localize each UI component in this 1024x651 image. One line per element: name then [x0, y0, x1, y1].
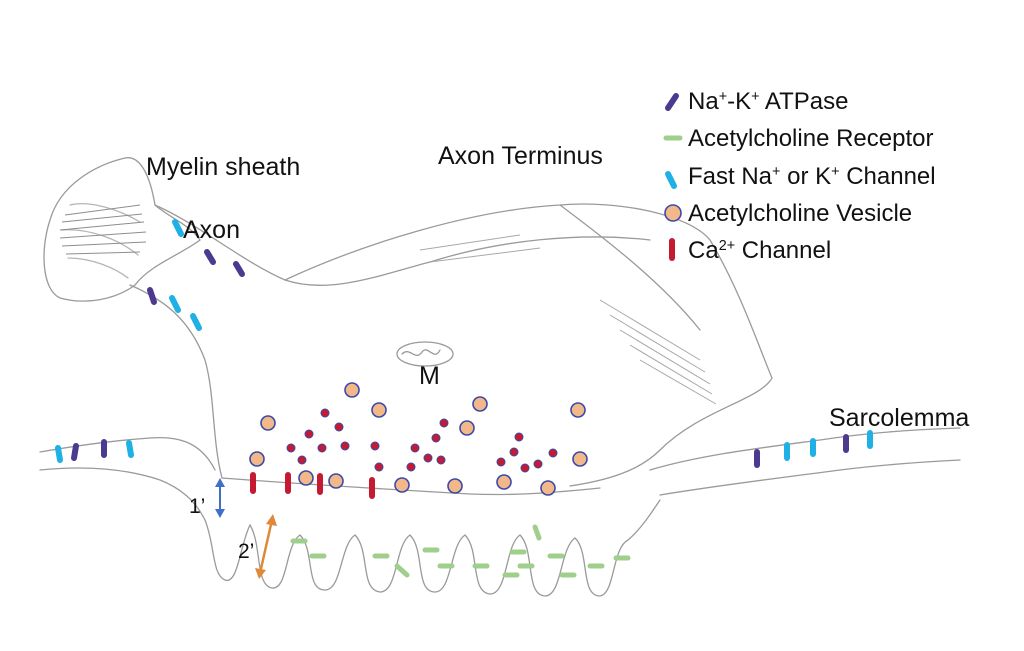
- legend-symbols: [663, 93, 683, 261]
- myelin-sheath-outline: [43, 157, 201, 302]
- axon-label: Axon: [183, 216, 240, 244]
- mitochondrion-label: M: [419, 362, 440, 390]
- junctional-folds: [204, 499, 661, 597]
- legend-ca-channel-label: Ca2+ Channel: [688, 237, 832, 264]
- terminus-shading: [419, 234, 717, 405]
- legend-ach-vesicle-label: Acetylcholine Vesicle: [688, 200, 913, 227]
- gap-1-label: 1’: [189, 495, 206, 518]
- legend-ach-receptor-label: Acetylcholine Receptor: [688, 125, 934, 152]
- acetylcholine-dots: [286, 408, 558, 473]
- fast-channel-marks: [55, 219, 873, 463]
- sarcolemma-label: Sarcolemma: [829, 404, 970, 432]
- gap-arrow-1: [215, 478, 225, 518]
- ach-vesicle-marks: [249, 382, 588, 496]
- legend-purple-bar-icon: [665, 93, 679, 111]
- myelin-sheath-label: Myelin sheath: [146, 153, 301, 181]
- legend-fast-channel-label: Fast Na+ or K+ Channel: [688, 163, 936, 190]
- legend-na-k-atpase-label: Na+-K+ ATPase: [688, 88, 849, 115]
- terminus-outline: [284, 203, 773, 487]
- axon-terminus-label: Axon Terminus: [438, 142, 603, 170]
- gap-arrow-2: [255, 514, 277, 579]
- legend-orange-circle-icon: [664, 204, 682, 222]
- legend-cyan-bar-icon: [665, 171, 677, 189]
- axon-lower-edge: [129, 284, 223, 479]
- na-k-atpase-marks: [71, 249, 849, 468]
- ach-receptor-marks: [290, 524, 631, 578]
- ca-channel-marks: [250, 472, 375, 499]
- myelin-hatching: [59, 204, 147, 255]
- right-sarcolemma: [649, 427, 961, 471]
- mitochondrion: [396, 341, 454, 367]
- gap-2-label: 2’: [238, 540, 255, 563]
